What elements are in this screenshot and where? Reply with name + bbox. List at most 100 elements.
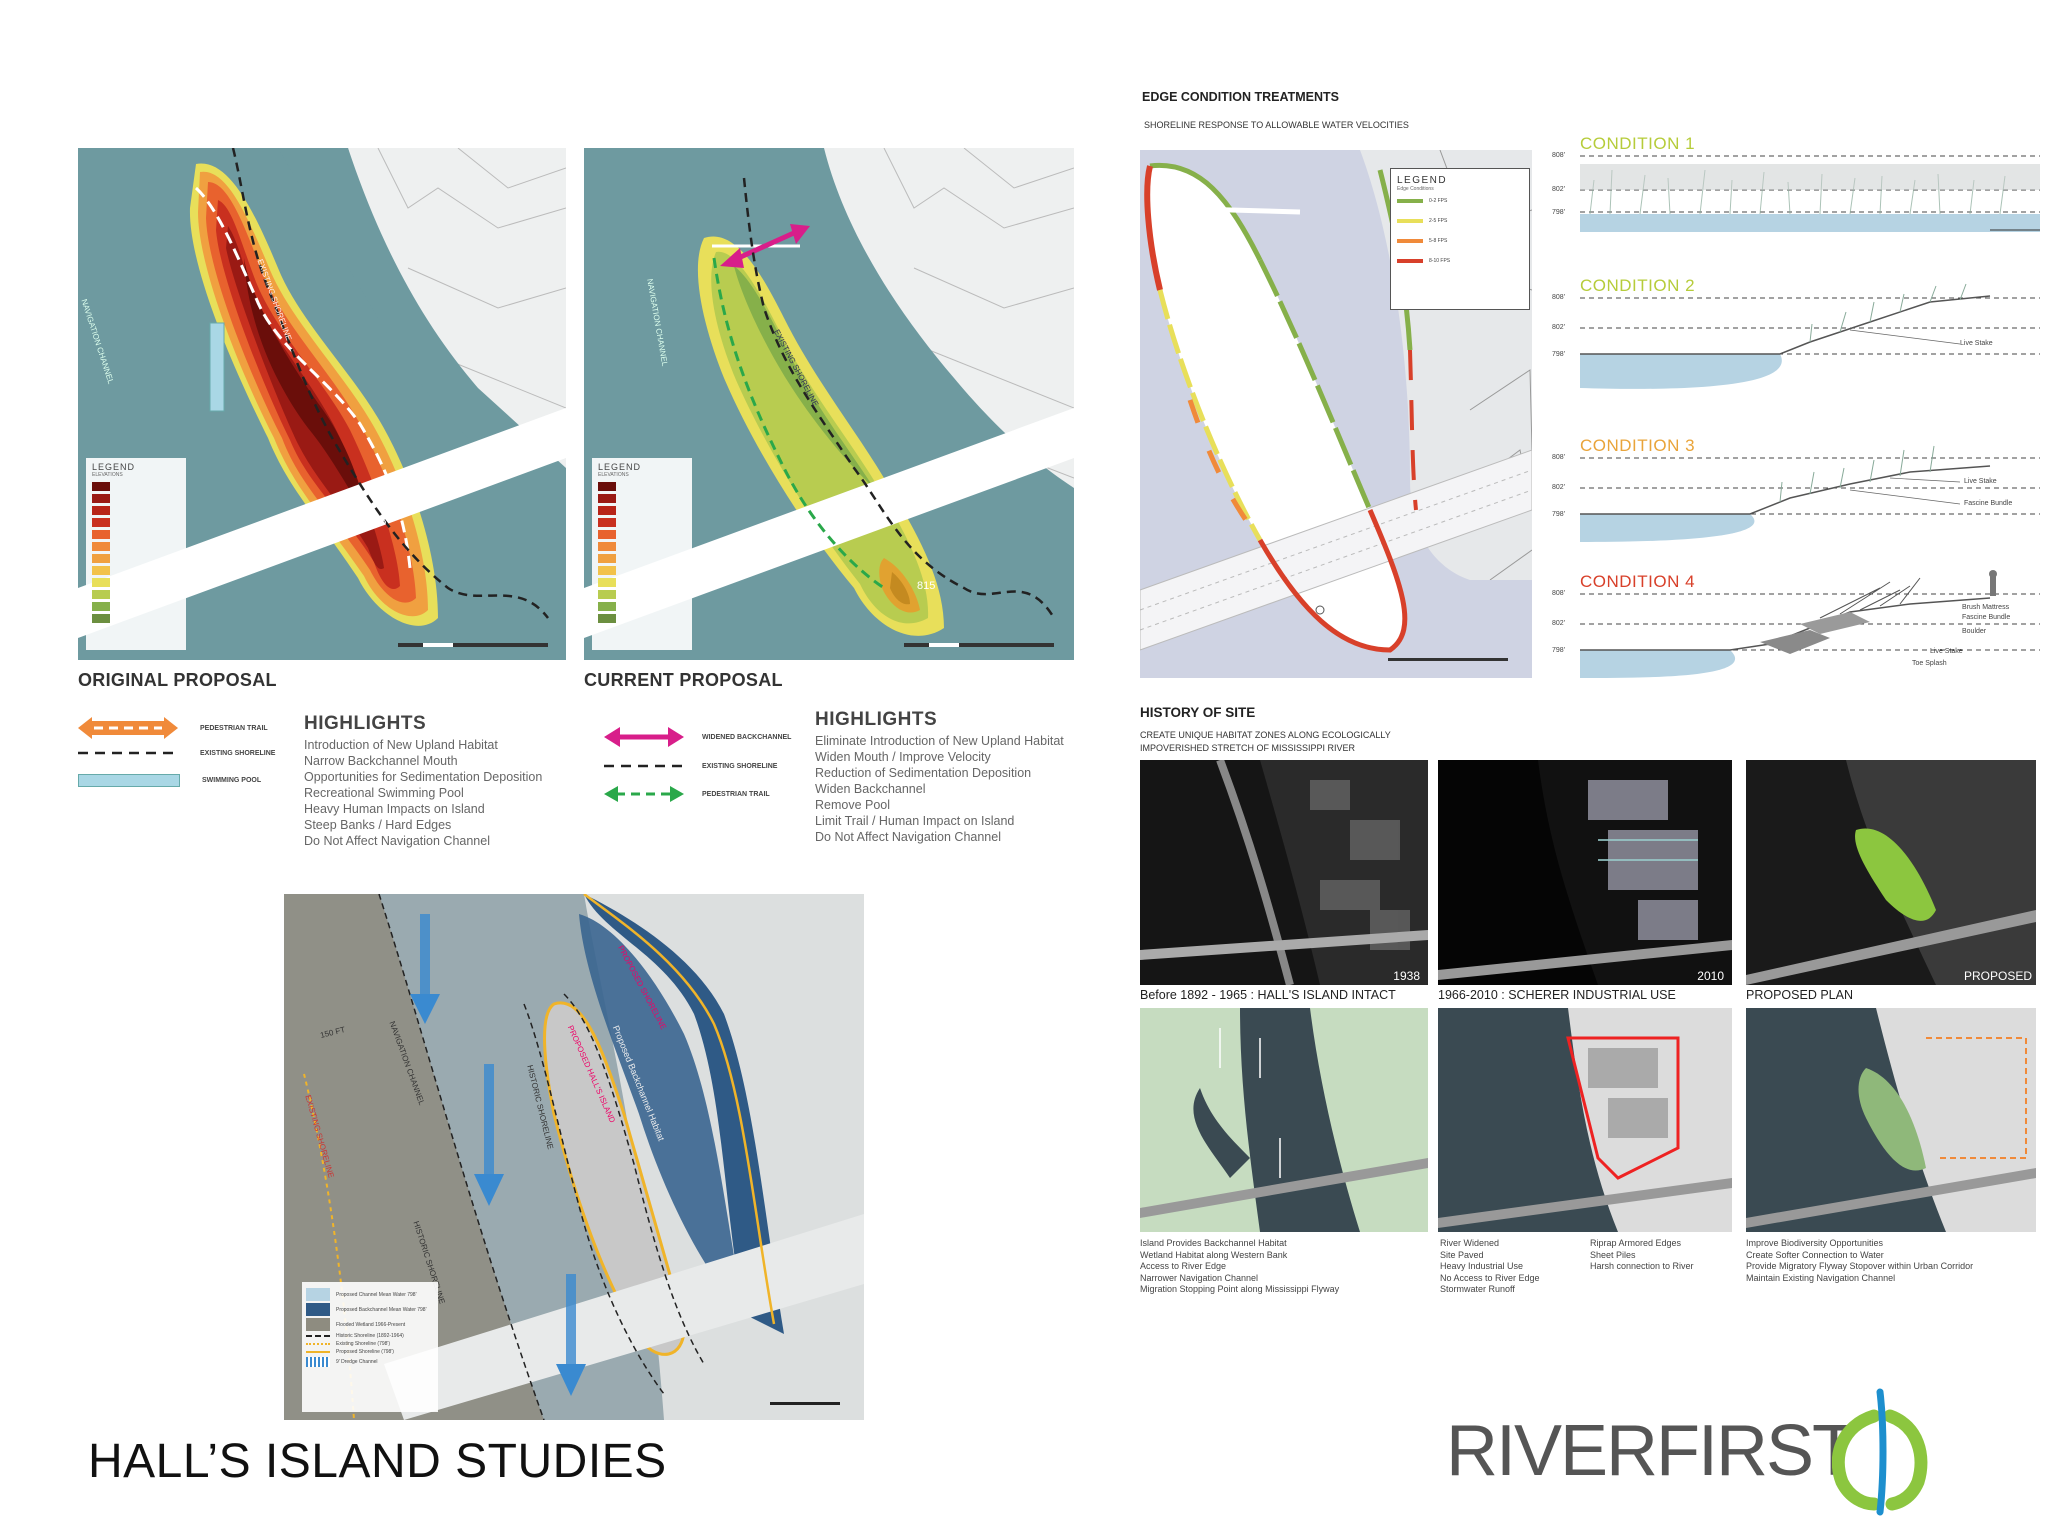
dashed-line-icon [78, 751, 178, 755]
elev-802: 802' [1552, 324, 1566, 331]
condition-3: CONDITION 3 808' 802' 798' Live Stake Fa… [1550, 432, 2040, 552]
elev-798: 798' [1552, 511, 1566, 518]
legend-item: Proposed Shoreline (798') [336, 1349, 394, 1355]
note: Fascine Bundle [1962, 614, 2011, 621]
key-label: EXISTING SHORELINE [702, 762, 778, 770]
elev-798: 798' [1552, 647, 1566, 654]
note: Riprap Armored Edges [1590, 1238, 1682, 1248]
current-proposal-map: NAVIGATION CHANNEL EXISTING SHORELINE 81… [584, 148, 1074, 660]
section-diagram [1580, 283, 2040, 389]
flow-arrows [410, 914, 586, 1396]
note: Access to River Edge [1140, 1261, 1227, 1271]
elev-808: 808' [1552, 454, 1566, 461]
widened-backchannel-arrow [720, 224, 810, 268]
highlight-item: Opportunities for Sedimentation Depositi… [304, 770, 543, 784]
note: Live Stake [1930, 648, 1963, 655]
note: Live Stake [1960, 340, 1993, 347]
highlights-title: HIGHLIGHTS [815, 709, 938, 730]
note: Wetland Habitat along Western Bank [1140, 1249, 1288, 1260]
legend-item: 2-5 FPS [1429, 218, 1448, 224]
elev-798: 798' [1552, 209, 1566, 216]
photo-year: 2010 [1697, 969, 1724, 983]
history-subtitle-2: IMPOVERISHED STRETCH OF MISSISSIPPI RIVE… [1140, 743, 1356, 753]
section-diagram [1580, 570, 2040, 678]
legend-item: Flooded Wetland 1966-Present [336, 1321, 406, 1328]
key-label: WIDENED BACKCHANNEL [702, 733, 792, 741]
riverfirst-logo: RIVERFIRST [1440, 1386, 1960, 1516]
legend-swatches [598, 482, 692, 623]
dashed-line-icon [604, 764, 684, 768]
elev-802: 802' [1552, 186, 1566, 193]
condition-title: CONDITION 4 [1580, 572, 1696, 591]
note: Narrower Navigation Channel [1140, 1272, 1259, 1283]
highlight-item: Narrow Backchannel Mouth [304, 754, 458, 768]
legend-title: LEGEND [1397, 175, 1448, 186]
highlight-item: Limit Trail / Human Impact on Island [815, 814, 1015, 828]
peak-elevation: 815 [368, 516, 387, 528]
legend-item: 8-10 FPS [1429, 258, 1451, 264]
elevation-legend: LEGEND ELEVATIONS [86, 458, 186, 650]
elevation-legend: LEGEND ELEVATIONS [592, 458, 692, 650]
legend-item: 9' Dredge Channel [336, 1359, 378, 1365]
key-label: PEDESTRIAN TRAIL [702, 790, 770, 798]
diagram-historic [1140, 1008, 1428, 1232]
history-title: HISTORY OF SITE [1140, 705, 1256, 720]
highlight-item: Do Not Affect Navigation Channel [304, 834, 490, 848]
condition-4: CONDITION 4 808' 802' 798' Brush Mattres… [1550, 568, 2040, 688]
key-existing-shoreline: EXISTING SHORELINE [78, 748, 275, 758]
photo-caption-2: 1966-2010 : SCHERER INDUSTRIAL USE [1438, 988, 1676, 1002]
history-notes-3: Improve Biodiversity Opportunities Creat… [1746, 1238, 1973, 1284]
elev-808: 808' [1552, 152, 1566, 159]
legend-swatches [92, 482, 186, 623]
edge-title: EDGE CONDITION TREATMENTS [1142, 90, 1339, 104]
original-proposal-heading: ORIGINAL PROPOSAL [78, 670, 277, 690]
key-label: PEDESTRIAN TRAIL [200, 724, 268, 732]
note: Provide Migratory Flyway Stopover within… [1746, 1261, 1974, 1271]
photo-year: 1938 [1393, 969, 1420, 983]
legend-title: LEGEND [598, 462, 642, 472]
highlight-item: Eliminate Introduction of New Upland Hab… [815, 734, 1064, 748]
highlight-item: Remove Pool [815, 798, 891, 812]
legend-subtitle: Edge Conditions [1397, 186, 1434, 192]
note: River Widened [1440, 1238, 1500, 1248]
shoreline-study-map: 150 FT NAVIGATION CHANNEL EXISTING SHORE… [284, 894, 864, 1420]
highlight-item: Introduction of New Upland Habitat [304, 738, 498, 752]
condition-title: CONDITION 2 [1580, 276, 1696, 295]
note: Improve Biodiversity Opportunities [1746, 1238, 1884, 1248]
trail-arrow-icon [78, 717, 178, 739]
note: Live Stake [1964, 478, 1997, 485]
key-swimming-pool: SWIMMING POOL [78, 774, 261, 787]
history-notes-2a: River Widened Site Paved Heavy Industria… [1440, 1238, 1540, 1296]
note: Maintain Existing Navigation Channel [1746, 1272, 1896, 1283]
section-diagram [1580, 155, 2040, 232]
highlights-list: Eliminate Introduction of New Upland Hab… [815, 733, 1075, 845]
diagram-proposed [1746, 1008, 2036, 1232]
condition-title: CONDITION 3 [1580, 436, 1696, 455]
note: Toe Splash [1912, 660, 1947, 667]
note: Stormwater Runoff [1440, 1284, 1515, 1294]
key-existing-shoreline: EXISTING SHORELINE [604, 761, 777, 771]
highlight-item: Reduction of Sedimentation Deposition [815, 766, 1032, 780]
original-proposal-map: NAVIGATION CHANNEL EXISTING SHORELINE 81… [78, 148, 566, 660]
bottom-map-legend: Proposed Channel Mean Water 798' Propose… [302, 1282, 438, 1412]
aerial-photo-1938: 1938 [1140, 760, 1428, 985]
green-arrow-icon [604, 786, 684, 802]
diagram-industrial [1438, 1008, 1732, 1232]
elev-802: 802' [1552, 484, 1566, 491]
elev-808: 808' [1552, 590, 1566, 597]
note: Harsh connection to River [1590, 1261, 1694, 1271]
legend-subtitle: ELEVATIONS [92, 472, 123, 478]
note: Island Provides Backchannel Habitat [1140, 1238, 1287, 1248]
legend-item: Existing Shoreline (798') [336, 1341, 391, 1347]
history-notes-2b: Riprap Armored Edges Sheet Piles Harsh c… [1590, 1238, 1694, 1273]
slide-title: HALL’S ISLAND STUDIES [88, 1435, 667, 1488]
edge-subtitle: SHORELINE RESPONSE TO ALLOWABLE WATER VE… [1144, 120, 1409, 130]
legend-subtitle: ELEVATIONS [598, 472, 629, 478]
history-subtitle-1: CREATE UNIQUE HABITAT ZONES ALONG ECOLOG… [1140, 730, 1391, 740]
legend-title: LEGEND [92, 462, 136, 472]
highlight-item: Steep Banks / Hard Edges [304, 818, 452, 832]
note: Heavy Industrial Use [1440, 1261, 1524, 1271]
note: Create Softer Connection to Water [1746, 1249, 1884, 1260]
highlight-item: Widen Backchannel [815, 782, 926, 796]
peak-elevation: 815 [917, 580, 936, 592]
